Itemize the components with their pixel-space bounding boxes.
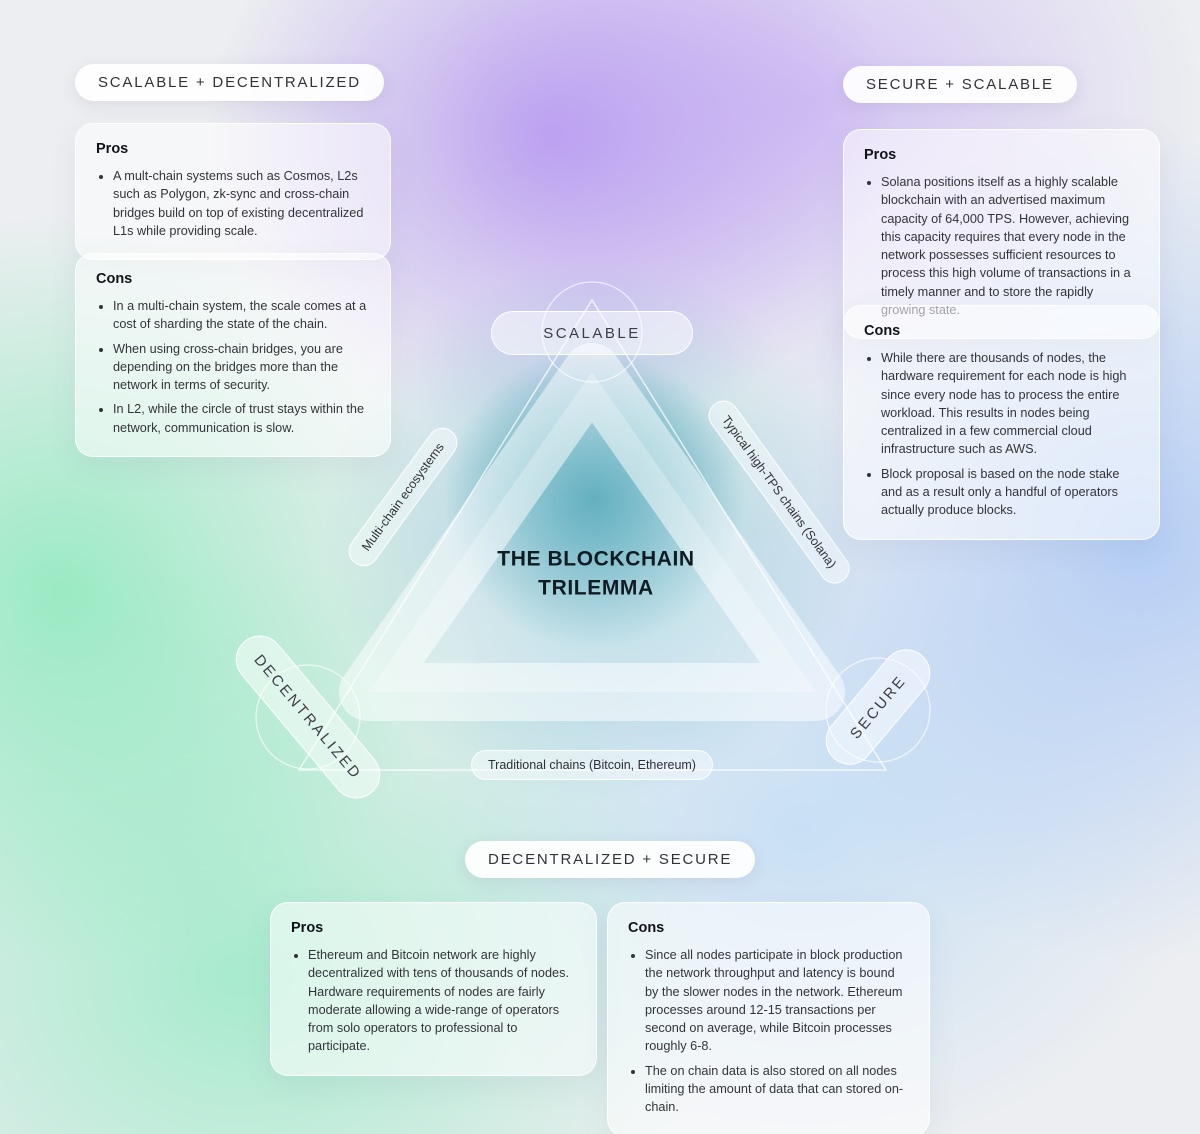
pros-list: Ethereum and Bitcoin network are highly … [291,946,576,1056]
bullet-item: In L2, while the circle of trust stays w… [113,400,370,437]
diagram-title-line2: TRILEMMA [538,577,654,600]
triangle-body [339,343,845,721]
heading-scalable-decentralized: SCALABLE + DECENTRALIZED [75,64,384,101]
bullet-item: Ethereum and Bitcoin network are highly … [308,946,576,1056]
bullet-item: The on chain data is also stored on all … [645,1062,909,1117]
vertex-scalable: SCALABLE [491,311,693,355]
card-secure-scalable-pros: Pros Solana positions itself as a highly… [843,129,1160,340]
pros-title: Pros [96,141,129,157]
cons-list: While there are thousands of nodes, the … [864,349,1139,520]
bullet-item: Since all nodes participate in block pro… [645,946,909,1056]
diagram-title-line1: THE BLOCKCHAIN [497,547,695,571]
pros-title: Pros [291,920,324,936]
pros-title: Pros [864,147,897,163]
bullet-item: While there are thousands of nodes, the … [881,349,1139,459]
cons-title: Cons [864,323,901,339]
card-scalable-decentralized-pros: Pros A mult-chain systems such as Cosmos… [75,123,391,261]
card-decentralized-secure-cons: Cons Since all nodes participate in bloc… [607,902,930,1134]
heading-decentralized-secure: DECENTRALIZED + SECURE [465,841,756,878]
card-scalable-decentralized-cons: Cons In a multi-chain system, the scale … [75,253,391,457]
card-secure-scalable-cons: Cons While there are thousands of nodes,… [843,305,1160,540]
bullet-item: When using cross-chain bridges, you are … [113,340,370,395]
cons-list: Since all nodes participate in block pro… [628,946,909,1117]
bullet-item: Solana positions itself as a highly scal… [881,173,1139,319]
cons-title: Cons [96,271,133,287]
bullet-item: In a multi-chain system, the scale comes… [113,297,370,334]
pros-list: Solana positions itself as a highly scal… [864,173,1139,319]
vertex-circle-bottom-left [255,664,361,770]
cons-title: Cons [628,920,665,936]
bullet-item: Block proposal is based on the node stak… [881,465,1139,520]
bullet-item: A mult-chain systems such as Cosmos, L2s… [113,167,370,240]
diagram-title: THE BLOCKCHAIN TRILEMMA [497,545,694,604]
vertex-circle-bottom-right [825,657,931,763]
edge-label-traditional: Traditional chains (Bitcoin, Ethereum) [471,750,713,780]
cons-list: In a multi-chain system, the scale comes… [96,297,370,437]
heading-secure-scalable: SECURE + SCALABLE [843,66,1077,103]
pros-list: A mult-chain systems such as Cosmos, L2s… [96,167,370,240]
card-decentralized-secure-pros: Pros Ethereum and Bitcoin network are hi… [270,902,597,1076]
